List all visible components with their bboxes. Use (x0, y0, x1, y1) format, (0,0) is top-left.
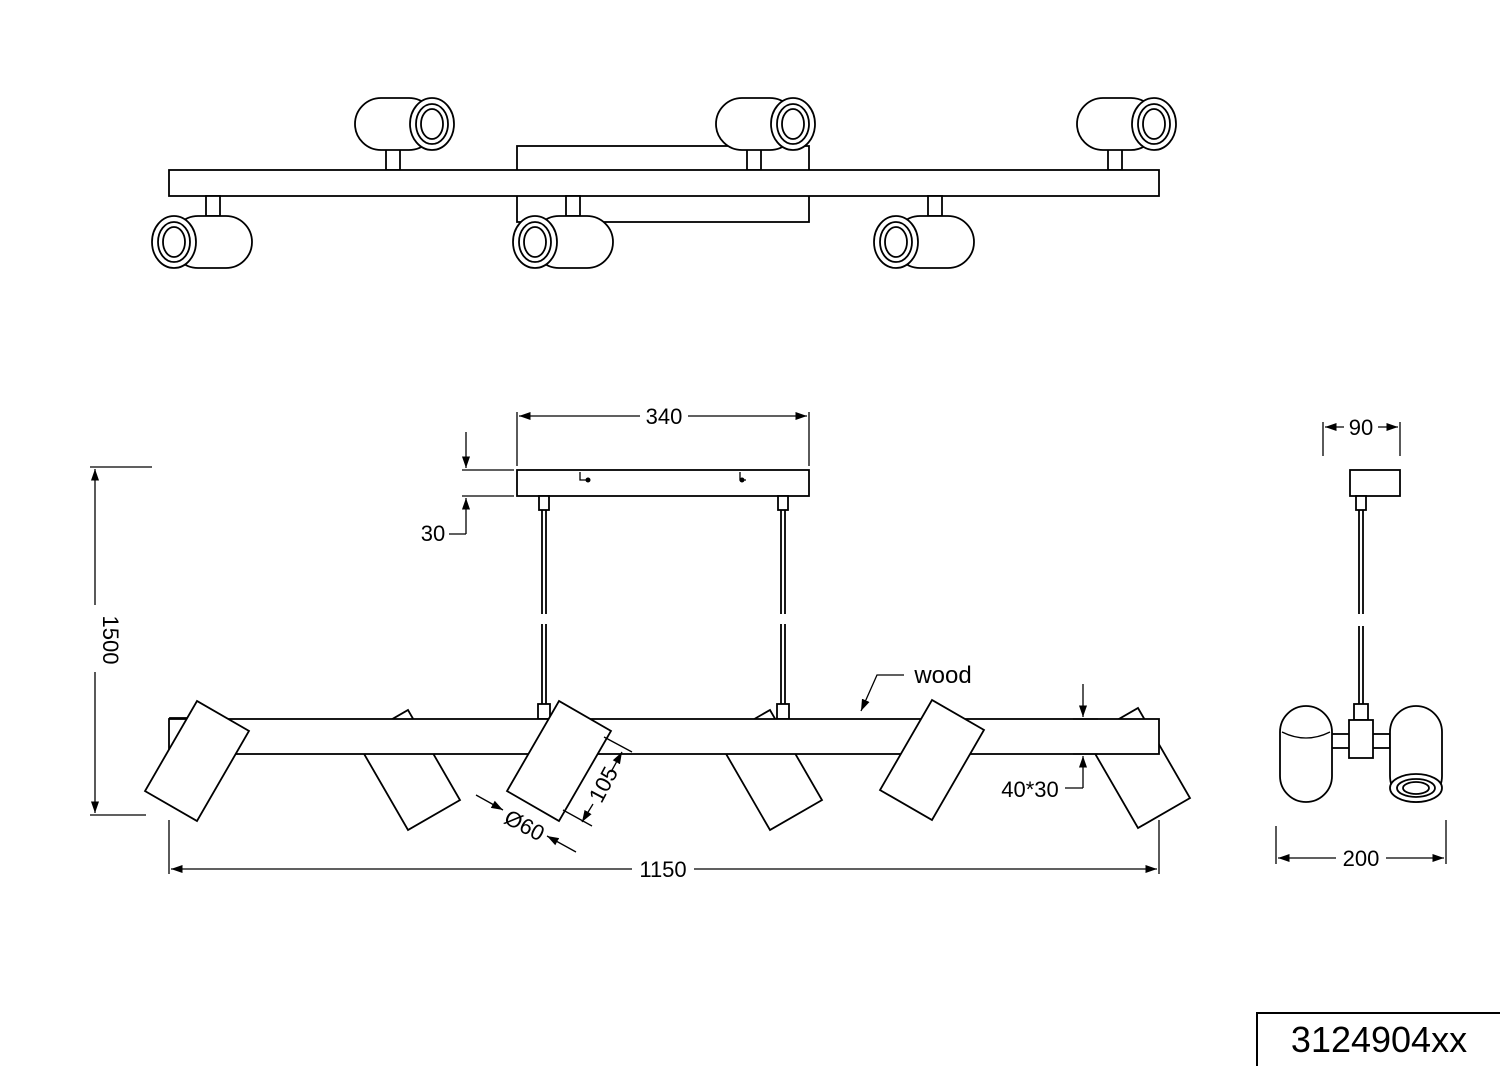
front-view (143, 469, 1192, 832)
front-canopy (516, 469, 810, 497)
side-spot-left (1279, 705, 1333, 803)
front-bar (168, 718, 1160, 755)
dim-side-canopy-width: 90 (1349, 415, 1373, 440)
dim-canopy-width: 340 (646, 404, 683, 429)
front-cables (537, 495, 790, 720)
product-code: 3124904xx (1256, 1012, 1500, 1066)
top-spot-lower-1 (151, 195, 253, 269)
top-spot-lower-3 (873, 195, 975, 269)
dim-canopy-height: 30 (421, 521, 445, 546)
front-spot-3 (878, 698, 986, 822)
top-view (151, 97, 1177, 269)
dimension-lines (90, 411, 1447, 874)
side-view (1279, 469, 1443, 803)
front-spot-2 (505, 699, 613, 823)
label-material: wood (913, 662, 971, 689)
dim-total-height: 1500 (98, 616, 123, 665)
dim-beam-section: 40*30 (1001, 777, 1059, 802)
dim-total-length: 1150 (639, 857, 686, 882)
top-spot-upper-3 (1076, 97, 1177, 171)
top-spot-lower-2 (512, 195, 614, 269)
dim-side-depth: 200 (1343, 846, 1380, 871)
top-spot-upper-1 (354, 97, 455, 171)
top-bar (168, 169, 1160, 197)
front-spot-1 (143, 699, 251, 823)
top-spot-upper-2 (715, 97, 816, 171)
